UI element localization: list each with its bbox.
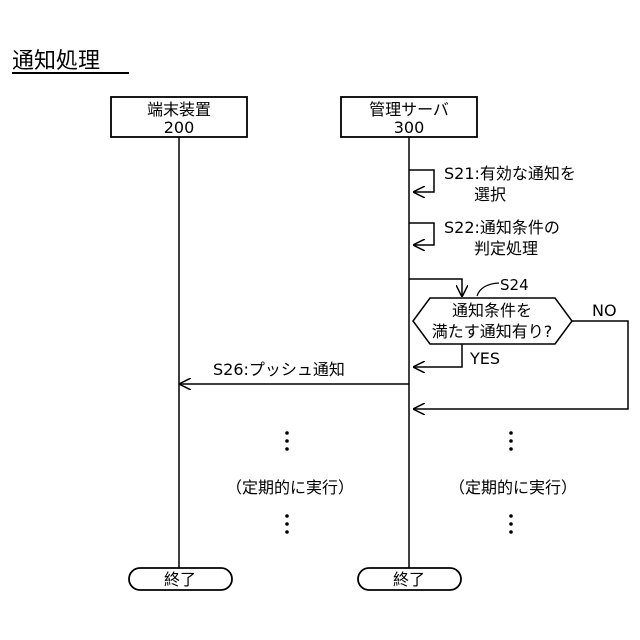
end-server-label: 終了 [393,570,425,589]
actor-server: 管理サーバ 300 [341,97,477,137]
s22-label-2: 判定処理 [474,239,538,258]
end-terminal: 終了 [129,568,232,590]
actor-server-name: 管理サーバ [369,100,449,119]
step-s21: S21:有効な通知を 選択 [409,164,576,204]
s24-no-label: NO [592,301,617,320]
step-s24: S24 通知条件を 満たす通知有り? YES NO [409,276,628,409]
s24-ref: S24 [500,276,529,294]
s22-label-1: S22:通知条件の [444,218,560,237]
s22-loop-arrow [409,223,434,245]
s21-label-2: 選択 [474,185,506,204]
s24-ref-leader [477,283,499,296]
s21-label-1: S21:有効な通知を [444,164,576,183]
s24-yes-arrow [414,344,462,367]
s24-yes-label: YES [469,349,500,368]
s26-label: S26:プッシュ通知 [213,360,345,379]
s24-entry-arrow [409,279,462,296]
actor-server-id: 300 [394,118,425,137]
periodic-right: （定期的に実行） [449,431,577,534]
periodic-right-label: （定期的に実行） [449,478,577,497]
actor-terminal-id: 200 [164,118,195,137]
s24-condition-1: 通知条件を [452,301,532,320]
actor-terminal-name: 端末装置 [147,100,211,119]
periodic-left-label: （定期的に実行） [226,478,354,497]
actor-terminal: 端末装置 200 [111,97,247,137]
periodic-left: （定期的に実行） [226,431,354,534]
s21-loop-arrow [409,170,434,192]
page-title: 通知処理 [12,49,100,74]
step-s22: S22:通知条件の 判定処理 [409,218,560,258]
end-terminal-label: 終了 [164,570,196,589]
step-s26: S26:プッシュ通知 [180,360,409,384]
s24-condition-2: 満たす通知有り? [432,322,553,341]
end-server: 終了 [358,568,461,590]
